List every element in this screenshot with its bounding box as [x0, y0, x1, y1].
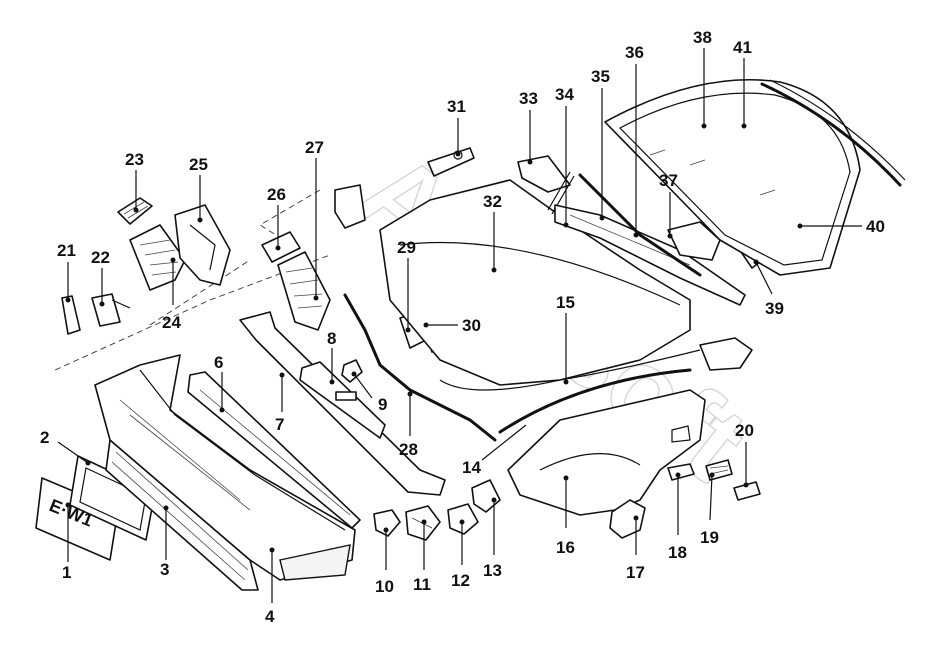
part-number-7: 7: [275, 415, 284, 434]
part-number-14: 14: [462, 458, 481, 477]
part-number-13: 13: [483, 561, 502, 580]
part-41-roof-strip: [760, 79, 906, 187]
part-number-32: 32: [483, 192, 502, 211]
part-number-15: 15: [556, 293, 575, 312]
part-number-28: 28: [399, 440, 418, 459]
part-number-38: 38: [693, 28, 712, 47]
part-number-11: 11: [413, 575, 431, 594]
part-number-2: 2: [40, 428, 49, 447]
part-40-windscreen: [604, 78, 861, 276]
part-37-wiper-motor: [667, 221, 721, 261]
part-number-37: 37: [659, 171, 678, 190]
part-number-40: 40: [866, 217, 885, 236]
part-number-26: 26: [267, 185, 286, 204]
part-4-front-bumper: [94, 354, 356, 581]
part-number-24: 24: [162, 313, 181, 332]
part-number-16: 16: [556, 538, 575, 557]
part-36-scuttle-trim: [578, 173, 702, 277]
part-6-bumper-reinforcement: [187, 371, 361, 529]
part-number-10: 10: [375, 577, 394, 596]
part-21-indicator: [61, 295, 81, 335]
part-33-hinge-bracket: [517, 155, 571, 193]
part-number-23: 23: [125, 150, 144, 169]
part-number-34: 34: [555, 85, 574, 104]
part-number-33: 33: [519, 89, 538, 108]
part-9-clip: [341, 359, 363, 383]
part-number-27: 27: [305, 138, 324, 157]
part-number-1: 1: [62, 563, 71, 582]
part-25-headlamp-housing: [174, 204, 231, 286]
part-number-9: 9: [378, 395, 387, 414]
part-12-bracket: [447, 503, 479, 535]
part-number-4: 4: [265, 607, 275, 626]
part-number-35: 35: [591, 67, 610, 86]
part-number-29: 29: [397, 238, 416, 257]
part-number-19: 19: [700, 528, 719, 547]
part-14-seal-strip: [498, 368, 692, 434]
part-32-bonnet: [379, 179, 691, 386]
part-8-grille-trim: [299, 361, 386, 439]
part-labels: 1 2 3 4 5 6 7 8 9 10 11 12 13 14 15 16 1…: [40, 28, 885, 626]
part-number-31: 31: [447, 97, 466, 116]
part-number-36: 36: [625, 43, 644, 62]
part-24-headlamp: [129, 224, 186, 291]
part-number-8: 8: [327, 329, 336, 348]
part-13-bracket: [471, 479, 501, 513]
part-20-side-lamp: [733, 481, 761, 501]
part-27-headlamp: [277, 184, 366, 331]
part-number-6: 6: [214, 353, 223, 372]
part-number-39: 39: [765, 299, 784, 318]
part-26-lamp: [261, 231, 301, 263]
part-number-22: 22: [91, 248, 110, 267]
part-18-side-lamp: [667, 463, 695, 481]
part-10-bracket: [373, 509, 401, 537]
part-number-18: 18: [668, 543, 687, 562]
part-number-17: 17: [626, 563, 645, 582]
part-number-25: 25: [189, 155, 208, 174]
part-number-21: 21: [57, 241, 76, 260]
part-28-bonnet-rod: [343, 293, 497, 442]
part-number-41: 41: [733, 38, 752, 57]
part-number-3: 3: [160, 560, 169, 579]
part-number-20: 20: [735, 421, 754, 440]
part-number-12: 12: [451, 571, 470, 590]
part-16-front-wing: [507, 389, 706, 516]
part-number-30: 30: [462, 316, 481, 335]
part-22-indicator: [91, 293, 131, 327]
